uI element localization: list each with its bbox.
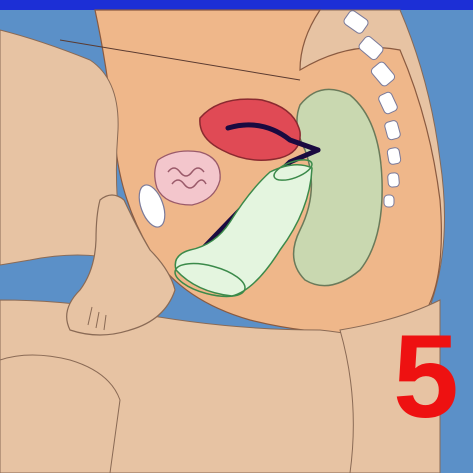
- bladder: [155, 151, 220, 205]
- step-number: 5: [386, 318, 466, 436]
- top-bar: [0, 0, 473, 10]
